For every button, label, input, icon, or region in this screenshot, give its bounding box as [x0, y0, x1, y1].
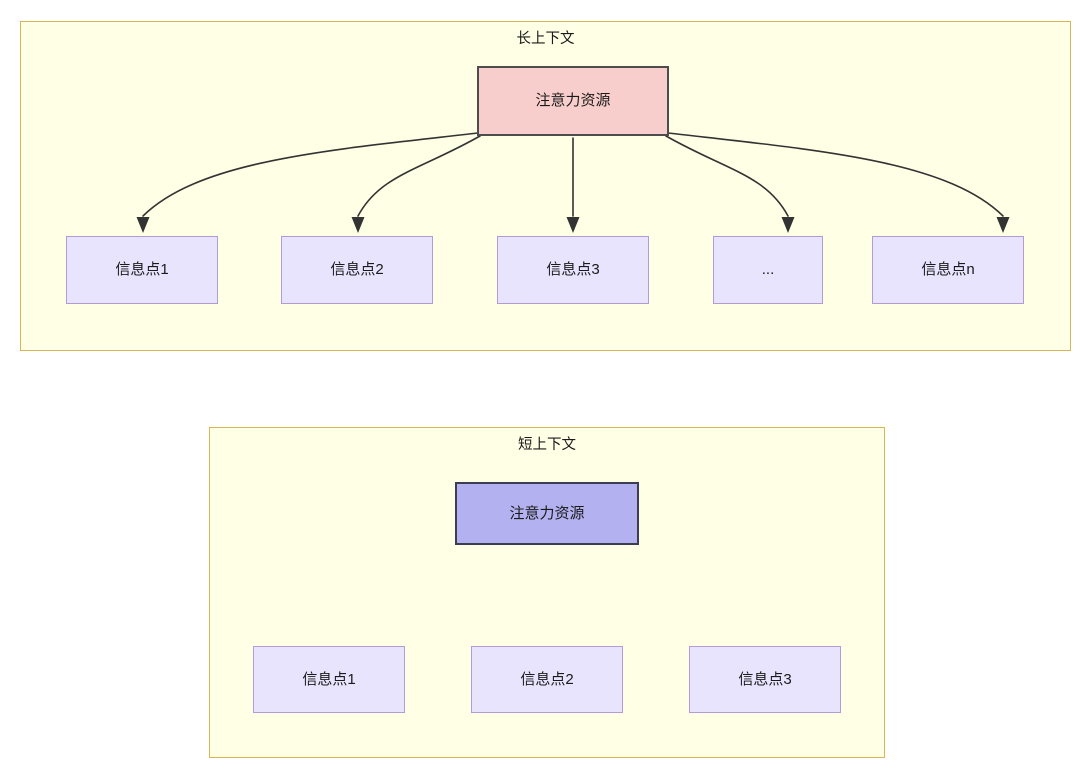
group-short-context-title-text: 短上下文	[518, 437, 576, 453]
node-info-point-long-1[interactable]: 信息点1	[66, 236, 218, 304]
node-info-point-short-2[interactable]: 信息点2	[471, 646, 623, 713]
node-info-point-short-1-label: 信息点1	[302, 670, 356, 688]
node-attention-resource-short-label: 注意力资源	[509, 504, 585, 522]
node-attention-resource-short[interactable]: 注意力资源	[455, 482, 639, 545]
node-info-point-long-ellipsis-label: ...	[761, 261, 775, 278]
node-info-point-short-3[interactable]: 信息点3	[689, 646, 841, 713]
node-info-point-long-ellipsis[interactable]: ...	[713, 236, 823, 304]
group-long-context-title-text: 长上下文	[516, 31, 575, 47]
node-attention-resource-long-label: 注意力资源	[535, 92, 611, 109]
node-info-point-long-1-label: 信息点1	[115, 261, 169, 278]
node-info-point-short-3-label: 信息点3	[738, 670, 792, 688]
node-info-point-long-2-label: 信息点2	[330, 261, 384, 278]
node-attention-resource-long[interactable]: 注意力资源	[477, 66, 669, 136]
group-long-context-title: 长上下文	[20, 30, 1071, 48]
group-short-context-title: 短上下文	[209, 436, 885, 454]
node-info-point-long-n[interactable]: 信息点n	[872, 236, 1024, 304]
node-info-point-long-2[interactable]: 信息点2	[281, 236, 433, 304]
node-info-point-short-1[interactable]: 信息点1	[253, 646, 405, 713]
node-info-point-long-3[interactable]: 信息点3	[497, 236, 649, 304]
node-info-point-long-n-label: 信息点n	[921, 261, 975, 278]
node-info-point-long-3-label: 信息点3	[546, 261, 600, 278]
node-info-point-short-2-label: 信息点2	[520, 670, 574, 688]
